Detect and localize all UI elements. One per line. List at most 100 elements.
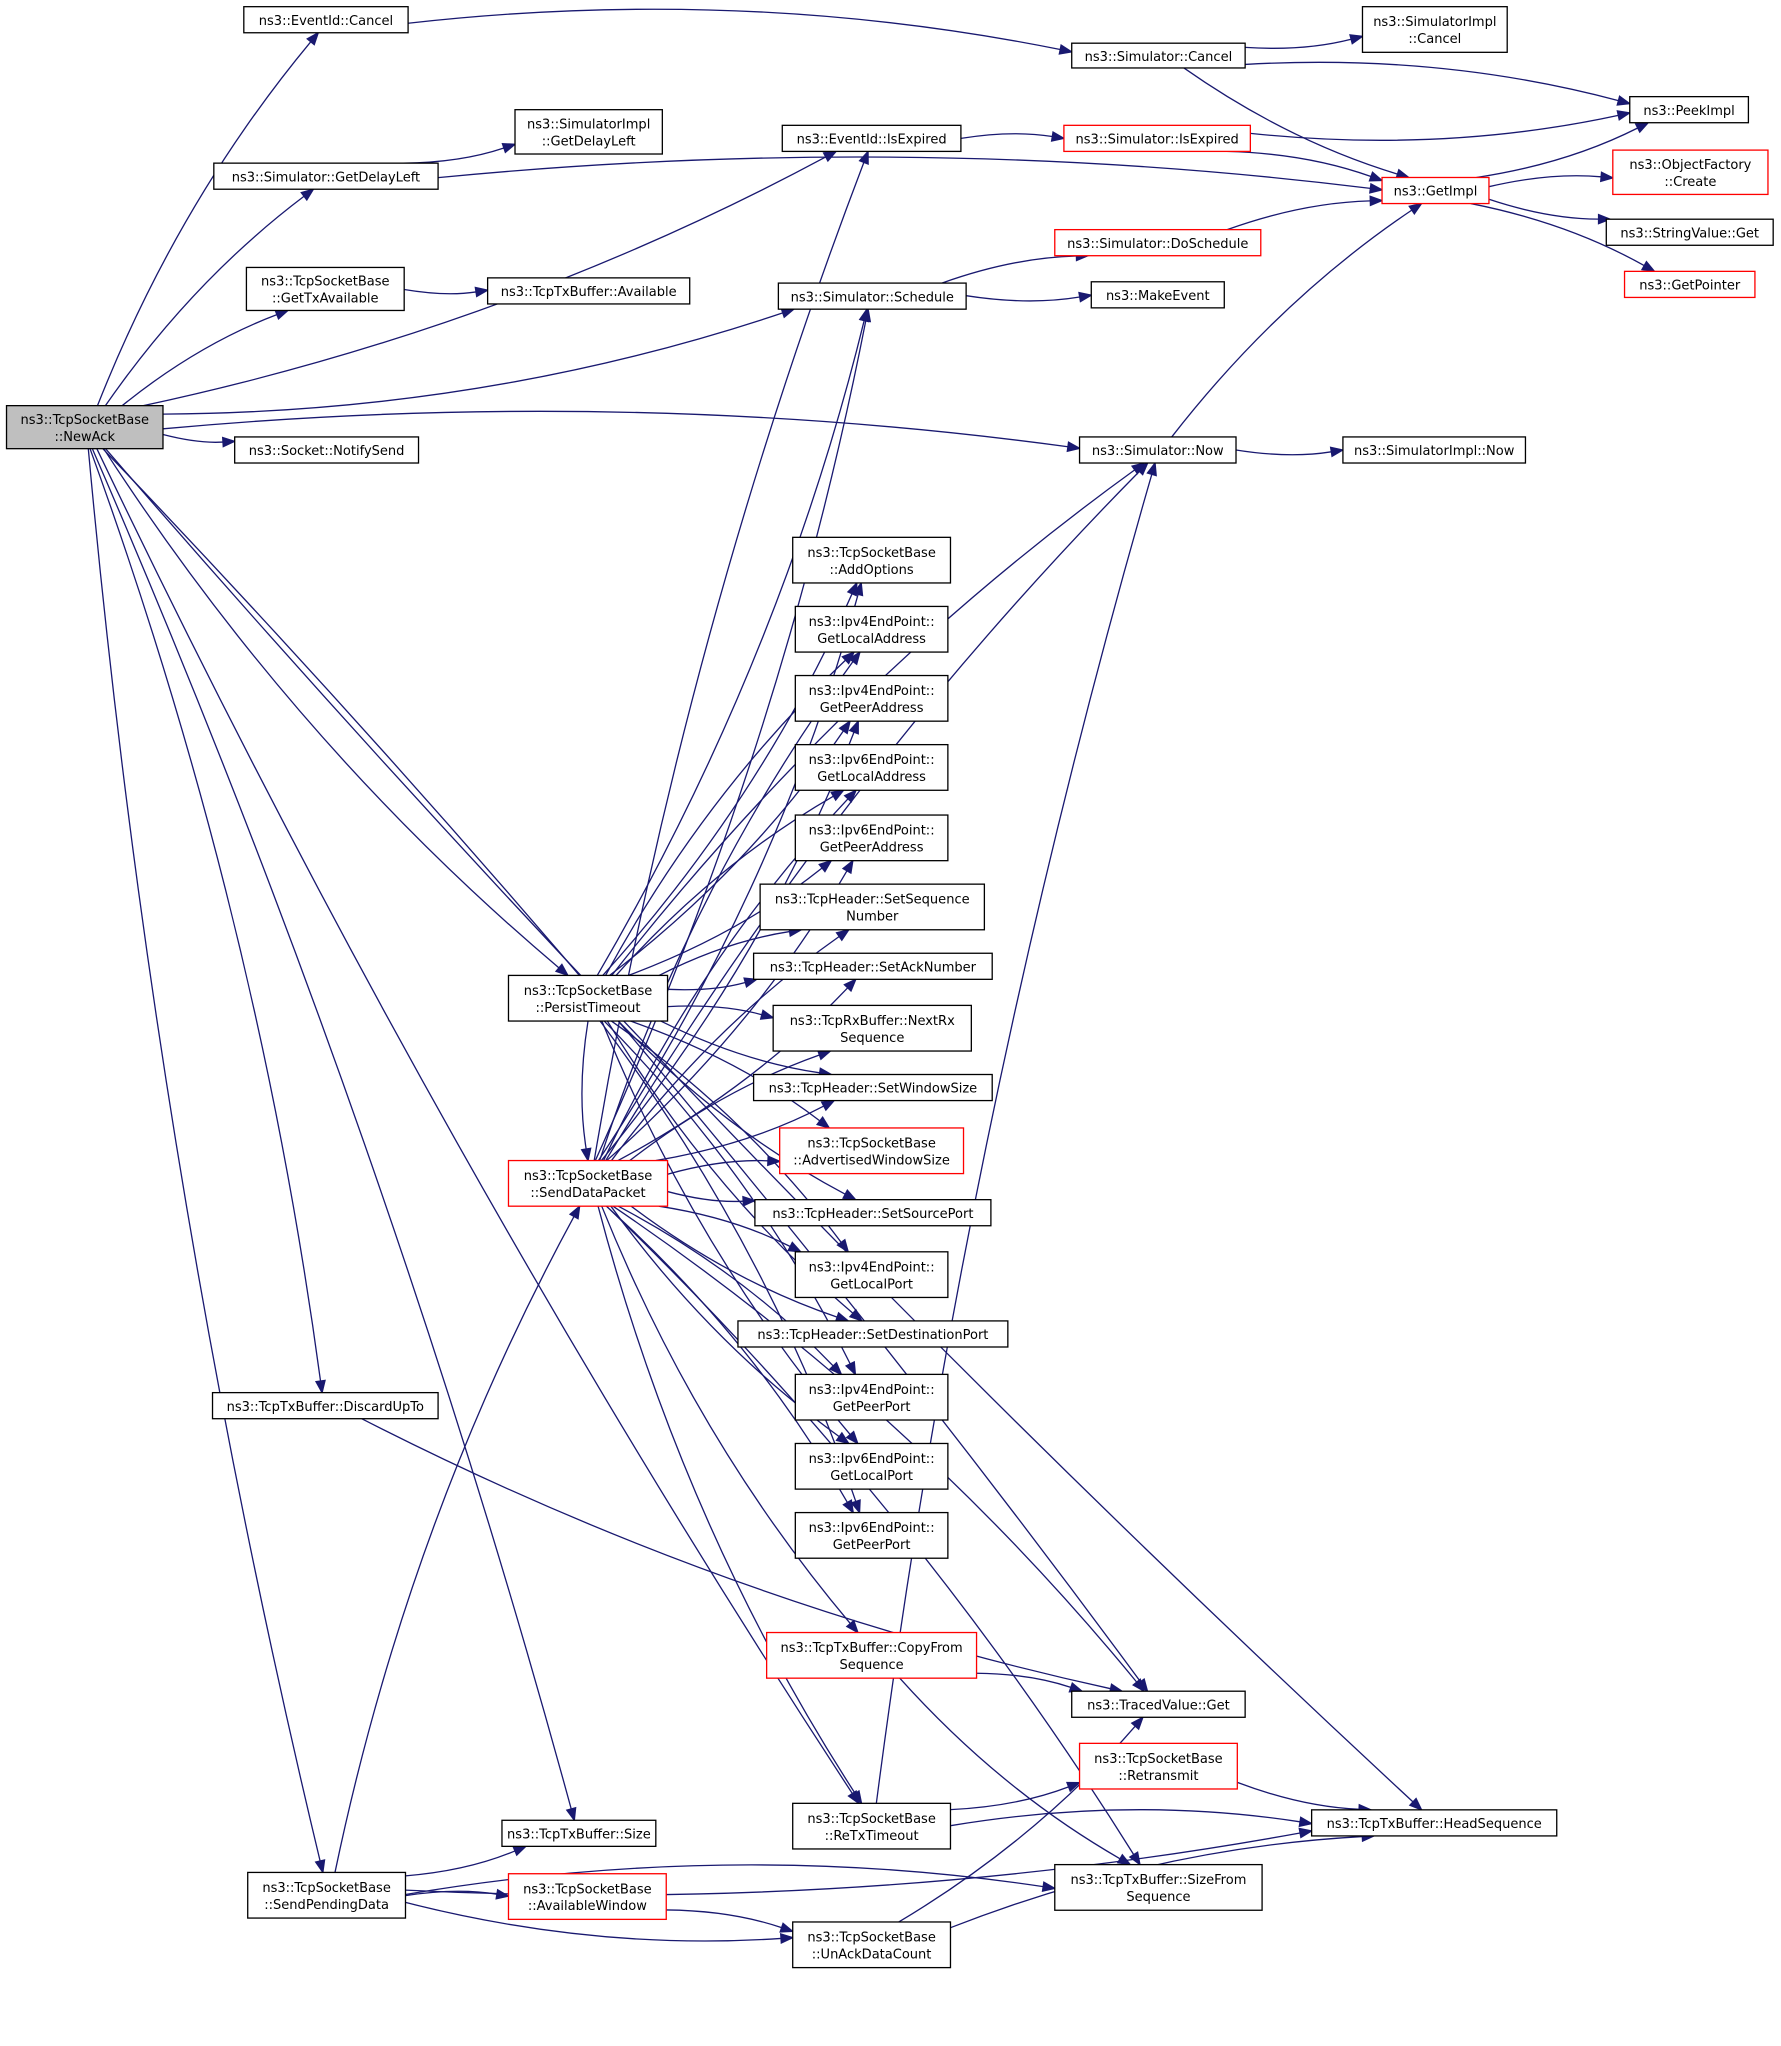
node-simimpl-now[interactable]: ns3::SimulatorImpl::Now xyxy=(1342,436,1527,464)
arrowhead-icon xyxy=(1408,1797,1423,1812)
node-ipv6-getpeerport[interactable]: ns3::Ipv6EndPoint::GetPeerPort xyxy=(794,1511,949,1559)
node-setwindowsize[interactable]: ns3::TcpHeader::SetWindowSize xyxy=(752,1073,993,1102)
edge-line xyxy=(104,195,305,407)
arrowhead-icon xyxy=(844,1360,857,1376)
node-tracedvalue-get[interactable]: ns3::TracedValue::Get xyxy=(1071,1690,1246,1718)
node-eventid-isexpired[interactable]: ns3::EventId::IsExpired xyxy=(781,124,962,153)
node-ipv4-getpeeraddress[interactable]: ns3::Ipv4EndPoint::GetPeerAddress xyxy=(794,674,949,722)
edge-line xyxy=(1171,209,1413,438)
node-sim-cancel[interactable]: ns3::Simulator::Cancel xyxy=(1071,42,1246,69)
edge-line xyxy=(1237,1781,1360,1810)
node-sim-doschedule[interactable]: ns3::Simulator::DoSchedule xyxy=(1054,228,1262,257)
node-label: Sequence xyxy=(839,1658,903,1673)
node-label: ns3::TcpTxBuffer::HeadSequence xyxy=(1327,1817,1542,1832)
node-box xyxy=(777,282,967,310)
node-sim-schedule[interactable]: ns3::Simulator::Schedule xyxy=(777,282,967,310)
node-setsourceport[interactable]: ns3::TcpHeader::SetSourcePort xyxy=(754,1199,992,1227)
arrowhead-icon xyxy=(1146,461,1157,477)
node-getpointer[interactable]: ns3::GetPointer xyxy=(1623,270,1756,299)
node-box xyxy=(779,1127,965,1175)
edge-line xyxy=(91,448,572,1810)
node-notifysend[interactable]: ns3::Socket::NotifySend xyxy=(234,436,420,464)
arrowhead-icon xyxy=(1066,441,1082,453)
node-label: ns3::GetPointer xyxy=(1639,279,1741,294)
edge-senddatapacket-to-advertisedwindowsize xyxy=(667,1155,782,1175)
node-objectfactory-create[interactable]: ns3::ObjectFactory::Create xyxy=(1612,149,1769,196)
node-senddatapacket[interactable]: ns3::TcpSocketBase::SendDataPacket xyxy=(507,1159,669,1207)
node-ipv4-getpeerport[interactable]: ns3::Ipv4EndPoint::GetPeerPort xyxy=(794,1373,949,1421)
arrowhead-icon xyxy=(1050,130,1066,142)
node-txbuf-available[interactable]: ns3::TcpTxBuffer::Available xyxy=(486,277,691,305)
edge-line xyxy=(976,1672,1072,1689)
node-persisttimeout[interactable]: ns3::TcpSocketBase::PersistTimeout xyxy=(507,974,669,1022)
node-label: ns3::TcpSocketBase xyxy=(20,413,149,428)
node-eventid-cancel[interactable]: ns3::EventId::Cancel xyxy=(243,6,409,34)
node-sim-now[interactable]: ns3::Simulator::Now xyxy=(1078,436,1237,464)
node-retransmit[interactable]: ns3::TcpSocketBase::Retransmit xyxy=(1078,1742,1238,1790)
node-sendpendingdata[interactable]: ns3::TcpSocketBase::SendPendingData xyxy=(247,1871,407,1919)
node-label: ::Cancel xyxy=(1408,32,1461,47)
node-box xyxy=(514,109,663,155)
node-advertisedwindowsize[interactable]: ns3::TcpSocketBase::AdvertisedWindowSize xyxy=(779,1127,965,1175)
arrowhead-icon xyxy=(1599,171,1615,183)
arrowhead-icon xyxy=(842,1188,858,1201)
edge-sim_isexpired-to-peekimpl xyxy=(1250,110,1632,141)
node-peekimpl[interactable]: ns3::PeekImpl xyxy=(1629,95,1750,124)
node-makeevent[interactable]: ns3::MakeEvent xyxy=(1090,281,1225,309)
arrowhead-icon xyxy=(580,1147,592,1163)
edge-senddatapacket-to-setwindowsize xyxy=(655,1099,836,1162)
node-ipv6-getlocaladdress[interactable]: ns3::Ipv6EndPoint::GetLocalAddress xyxy=(794,743,949,791)
node-discardupto[interactable]: ns3::TcpTxBuffer::DiscardUpTo xyxy=(211,1391,439,1420)
arrowhead-icon xyxy=(1329,446,1345,458)
node-ipv4-getlocalport[interactable]: ns3::Ipv4EndPoint::GetLocalPort xyxy=(794,1251,949,1299)
node-label: ns3::TcpSocketBase xyxy=(1094,1752,1223,1767)
edge-newack-to-sim_schedule xyxy=(162,307,796,415)
edge-newack-to-discardupto xyxy=(89,448,326,1395)
node-setacknumber[interactable]: ns3::TcpHeader::SetAckNumber xyxy=(752,952,993,980)
node-txbuf-size[interactable]: ns3::TcpTxBuffer::Size xyxy=(501,1819,657,1848)
node-addoptions[interactable]: ns3::TcpSocketBase::AddOptions xyxy=(792,536,952,584)
arrowhead-icon xyxy=(1068,1681,1084,1693)
node-label: ::GetTxAvailable xyxy=(272,292,379,307)
arrowhead-icon xyxy=(822,150,838,163)
node-retxtimeout[interactable]: ns3::TcpSocketBase::ReTxTimeout xyxy=(792,1802,952,1850)
edge-line xyxy=(162,410,1069,448)
node-sim-isexpired[interactable]: ns3::Simulator::IsExpired xyxy=(1063,124,1252,153)
node-unackdatacount[interactable]: ns3::TcpSocketBase::UnAckDataCount xyxy=(792,1921,952,1969)
arrowhead-icon xyxy=(830,789,846,802)
node-box xyxy=(234,436,420,464)
node-label: ns3::TcpTxBuffer::SizeFrom xyxy=(1070,1873,1246,1888)
edge-persisttimeout-to-nextrxsequence xyxy=(667,1005,775,1020)
node-label: ns3::Simulator::Schedule xyxy=(791,290,954,305)
node-ipv4-getlocaladdress[interactable]: ns3::Ipv4EndPoint::GetLocalAddress xyxy=(794,605,949,653)
arrowhead-icon xyxy=(565,1806,577,1823)
node-simimpl-getdelayleft[interactable]: ns3::SimulatorImpl::GetDelayLeft xyxy=(514,109,663,155)
node-ipv6-getlocalport[interactable]: ns3::Ipv6EndPoint::GetLocalPort xyxy=(794,1442,949,1490)
node-headsequence[interactable]: ns3::TcpTxBuffer::HeadSequence xyxy=(1310,1809,1558,1837)
edge-line xyxy=(1226,200,1371,231)
node-simimpl-cancel[interactable]: ns3::SimulatorImpl::Cancel xyxy=(1361,6,1508,53)
node-getimpl[interactable]: ns3::GetImpl xyxy=(1381,176,1490,205)
node-availablewindow[interactable]: ns3::TcpSocketBase::AvailableWindow xyxy=(507,1873,667,1921)
node-label: ns3::SimulatorImpl xyxy=(527,118,650,133)
node-label: ns3::EventId::Cancel xyxy=(259,14,393,29)
node-box xyxy=(794,1511,949,1559)
edge-persisttimeout-to-ipv6_getpeerport xyxy=(599,1020,861,1515)
node-sim-getdelayleft[interactable]: ns3::Simulator::GetDelayLeft xyxy=(213,162,439,190)
arrowhead-icon xyxy=(1298,1827,1314,1839)
node-ipv6-getpeeraddress[interactable]: ns3::Ipv6EndPoint::GetPeerAddress xyxy=(794,814,949,862)
node-stringvalue-get[interactable]: ns3::StringValue::Get xyxy=(1605,218,1774,246)
arrowhead-icon xyxy=(843,788,858,804)
node-gettxavailable[interactable]: ns3::TcpSocketBase::GetTxAvailable xyxy=(245,266,405,312)
edge-persisttimeout-to-advertisedwindowsize xyxy=(630,1020,831,1130)
node-newack[interactable]: ns3::TcpSocketBase::NewAck xyxy=(5,404,164,450)
edge-persisttimeout-to-senddatapacket xyxy=(580,1020,592,1163)
node-setdestinationport[interactable]: ns3::TcpHeader::SetDestinationPort xyxy=(737,1320,1009,1348)
arrowhead-icon xyxy=(1634,121,1650,134)
node-label: ns3::TcpRxBuffer::NextRx xyxy=(790,1014,955,1029)
node-label: ::SendDataPacket xyxy=(530,1186,645,1201)
